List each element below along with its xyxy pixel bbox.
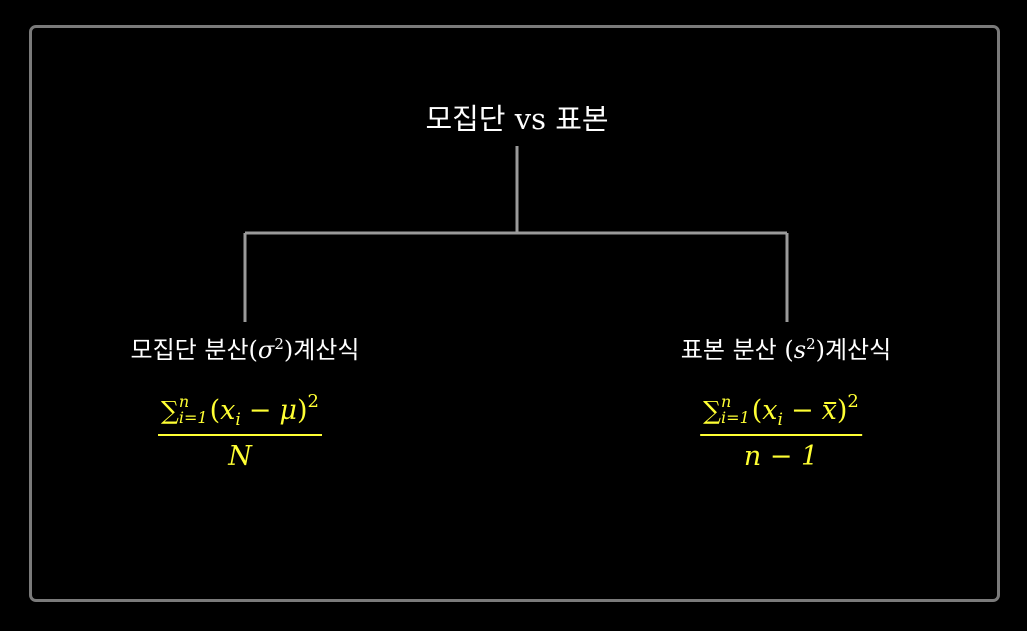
- population-variance-label: 모집단 분산(σ2)계산식: [131, 330, 360, 365]
- population-term-sub: i: [235, 410, 241, 430]
- sample-label-suffix: )계산식: [815, 336, 892, 364]
- sample-mean-symbol: x: [821, 395, 837, 426]
- sample-label-symbol: s: [793, 336, 807, 364]
- population-label-prefix: 모집단 분산(: [130, 336, 258, 364]
- population-close-paren: ): [296, 395, 308, 426]
- population-open-paren: (: [209, 395, 221, 426]
- sample-term-var: x: [762, 395, 778, 426]
- sample-sum-upper: n: [721, 391, 732, 411]
- sample-denominator: n − 1: [743, 440, 819, 472]
- sample-power: 2: [847, 391, 859, 412]
- population-mean-symbol: μ: [279, 395, 297, 426]
- population-sum-upper: n: [178, 391, 190, 411]
- population-label-suffix: )계산식: [283, 336, 360, 364]
- population-sum-symbol: ∑: [161, 396, 179, 425]
- population-minus: −: [248, 395, 272, 426]
- population-label-exponent: 2: [274, 335, 284, 353]
- sample-term-sub: i: [777, 410, 783, 430]
- population-term-var: x: [220, 395, 236, 426]
- sample-close-paren: ): [836, 395, 848, 426]
- sample-open-paren: (: [751, 395, 763, 426]
- sample-label-exponent: 2: [806, 335, 816, 353]
- population-label-symbol: σ: [257, 336, 275, 364]
- population-denominator: N: [228, 440, 252, 472]
- population-power: 2: [307, 391, 319, 412]
- sample-minus: −: [790, 395, 814, 426]
- sample-label-prefix: 표본 분산 (: [680, 336, 794, 364]
- sample-sum-lower: i=1: [721, 407, 750, 427]
- sample-variance-label: 표본 분산 (s2)계산식: [681, 330, 891, 365]
- population-sum-lower: i=1: [178, 407, 208, 427]
- sample-sum-symbol: ∑: [703, 396, 722, 425]
- root-node-title: 모집단 vs 표본: [425, 102, 609, 136]
- diagram-frame: [29, 25, 1000, 602]
